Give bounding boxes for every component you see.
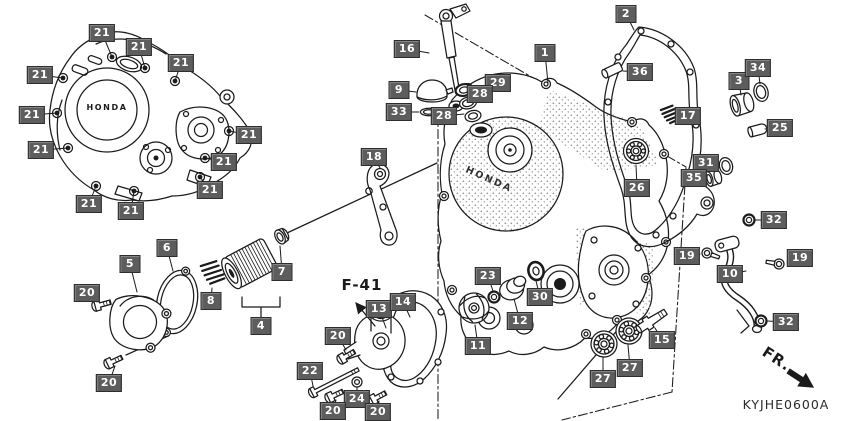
callout-32[interactable]: 32	[760, 211, 788, 229]
callout-20[interactable]: 20	[324, 327, 352, 345]
callout-19[interactable]: 19	[786, 249, 814, 267]
callout-15[interactable]: 15	[648, 331, 676, 349]
callout-21[interactable]: 21	[26, 66, 54, 84]
callout-9[interactable]: 9	[388, 81, 410, 99]
callout-8[interactable]: 8	[200, 292, 222, 310]
callout-28[interactable]: 28	[466, 85, 494, 103]
callout-21[interactable]: 21	[196, 181, 224, 199]
callout-1[interactable]: 1	[534, 44, 556, 62]
callout-31[interactable]: 31	[692, 154, 720, 172]
oil-dipstick	[438, 3, 471, 91]
callout-33[interactable]: 33	[385, 103, 413, 121]
bearing-shaft-group	[588, 308, 668, 360]
o-ring-34	[753, 82, 769, 102]
callout-21[interactable]: 21	[235, 126, 263, 144]
callout-7[interactable]: 7	[271, 263, 293, 281]
starter-shaft	[635, 308, 668, 334]
callout-25[interactable]: 25	[766, 119, 794, 137]
callout-21[interactable]: 21	[125, 38, 153, 56]
dowel-pin	[601, 62, 624, 79]
filter-spring	[199, 260, 226, 285]
callout-6[interactable]: 6	[156, 239, 178, 257]
callout-10[interactable]: 10	[716, 265, 744, 283]
callout-3[interactable]: 3	[728, 72, 750, 90]
callout-21[interactable]: 21	[27, 141, 55, 159]
o-ring-31	[718, 156, 734, 176]
breather-pipe	[714, 235, 763, 334]
oil-filter	[221, 238, 278, 290]
callout-36[interactable]: 36	[626, 63, 654, 81]
pump-oil-seal	[527, 260, 545, 282]
callout-20[interactable]: 20	[364, 403, 392, 421]
check-mark	[736, 309, 750, 334]
callout-12[interactable]: 12	[506, 312, 534, 330]
callout-22[interactable]: 22	[296, 362, 324, 380]
stay-bracket	[365, 163, 398, 246]
spring-clip	[659, 104, 682, 125]
callout-13[interactable]: 13	[365, 300, 393, 318]
callout-11[interactable]: 11	[464, 337, 492, 355]
impeller	[458, 292, 490, 324]
sealing-plug	[747, 123, 768, 138]
oil-filter-group	[90, 227, 290, 371]
callout-28[interactable]: 28	[430, 107, 458, 125]
callout-27[interactable]: 27	[589, 370, 617, 388]
callout-21[interactable]: 21	[167, 54, 195, 72]
left-crankcase-cover: HONDA	[48, 31, 253, 202]
callout-20[interactable]: 20	[73, 284, 101, 302]
callout-21[interactable]: 21	[75, 195, 103, 213]
collar	[729, 92, 755, 117]
callout-30[interactable]: 30	[526, 288, 554, 306]
filter-grommet	[274, 227, 290, 245]
callout-35[interactable]: 35	[680, 169, 708, 187]
cover-gasket	[603, 26, 715, 248]
callout-2[interactable]: 2	[615, 5, 637, 23]
callout-18[interactable]: 18	[360, 148, 388, 166]
mechanical-seal	[499, 275, 527, 301]
callout-4-bracket	[241, 296, 281, 318]
pump-long-bolt	[307, 367, 360, 399]
callout-27[interactable]: 27	[616, 359, 644, 377]
callout-24[interactable]: 24	[343, 390, 371, 408]
callout-14[interactable]: 14	[389, 293, 417, 311]
water-pump-group: F-41	[307, 260, 545, 407]
callout-17[interactable]: 17	[674, 107, 702, 125]
bearing-26	[622, 137, 650, 165]
callout-21[interactable]: 21	[117, 202, 145, 220]
callout-21[interactable]: 21	[210, 153, 238, 171]
callout-34[interactable]: 34	[744, 59, 772, 77]
callout-23[interactable]: 23	[474, 267, 502, 285]
callout-4[interactable]: 4	[250, 317, 272, 335]
right-small-parts	[622, 82, 786, 334]
callout-19[interactable]: 19	[673, 247, 701, 265]
callout-26[interactable]: 26	[623, 179, 651, 197]
crossref-arrow	[355, 302, 376, 327]
crossref-label[interactable]: F-41	[342, 276, 383, 294]
callout-5[interactable]: 5	[119, 255, 141, 273]
callout-20[interactable]: 20	[319, 402, 347, 420]
front-arrow-icon	[786, 368, 815, 388]
impeller-washer	[487, 290, 501, 304]
callout-32[interactable]: 32	[772, 313, 800, 331]
cover-bolt-holes	[51, 51, 235, 197]
callout-16[interactable]: 16	[393, 40, 421, 58]
diagram-code: KYJHE0600A	[743, 397, 830, 412]
callout-20[interactable]: 20	[95, 374, 123, 392]
brand-text-left-cover: HONDA	[86, 103, 127, 112]
oil-filler-cap	[416, 79, 454, 103]
callout-21[interactable]: 21	[88, 24, 116, 42]
callout-21[interactable]: 21	[18, 106, 46, 124]
oil-filter-cover	[109, 295, 172, 353]
